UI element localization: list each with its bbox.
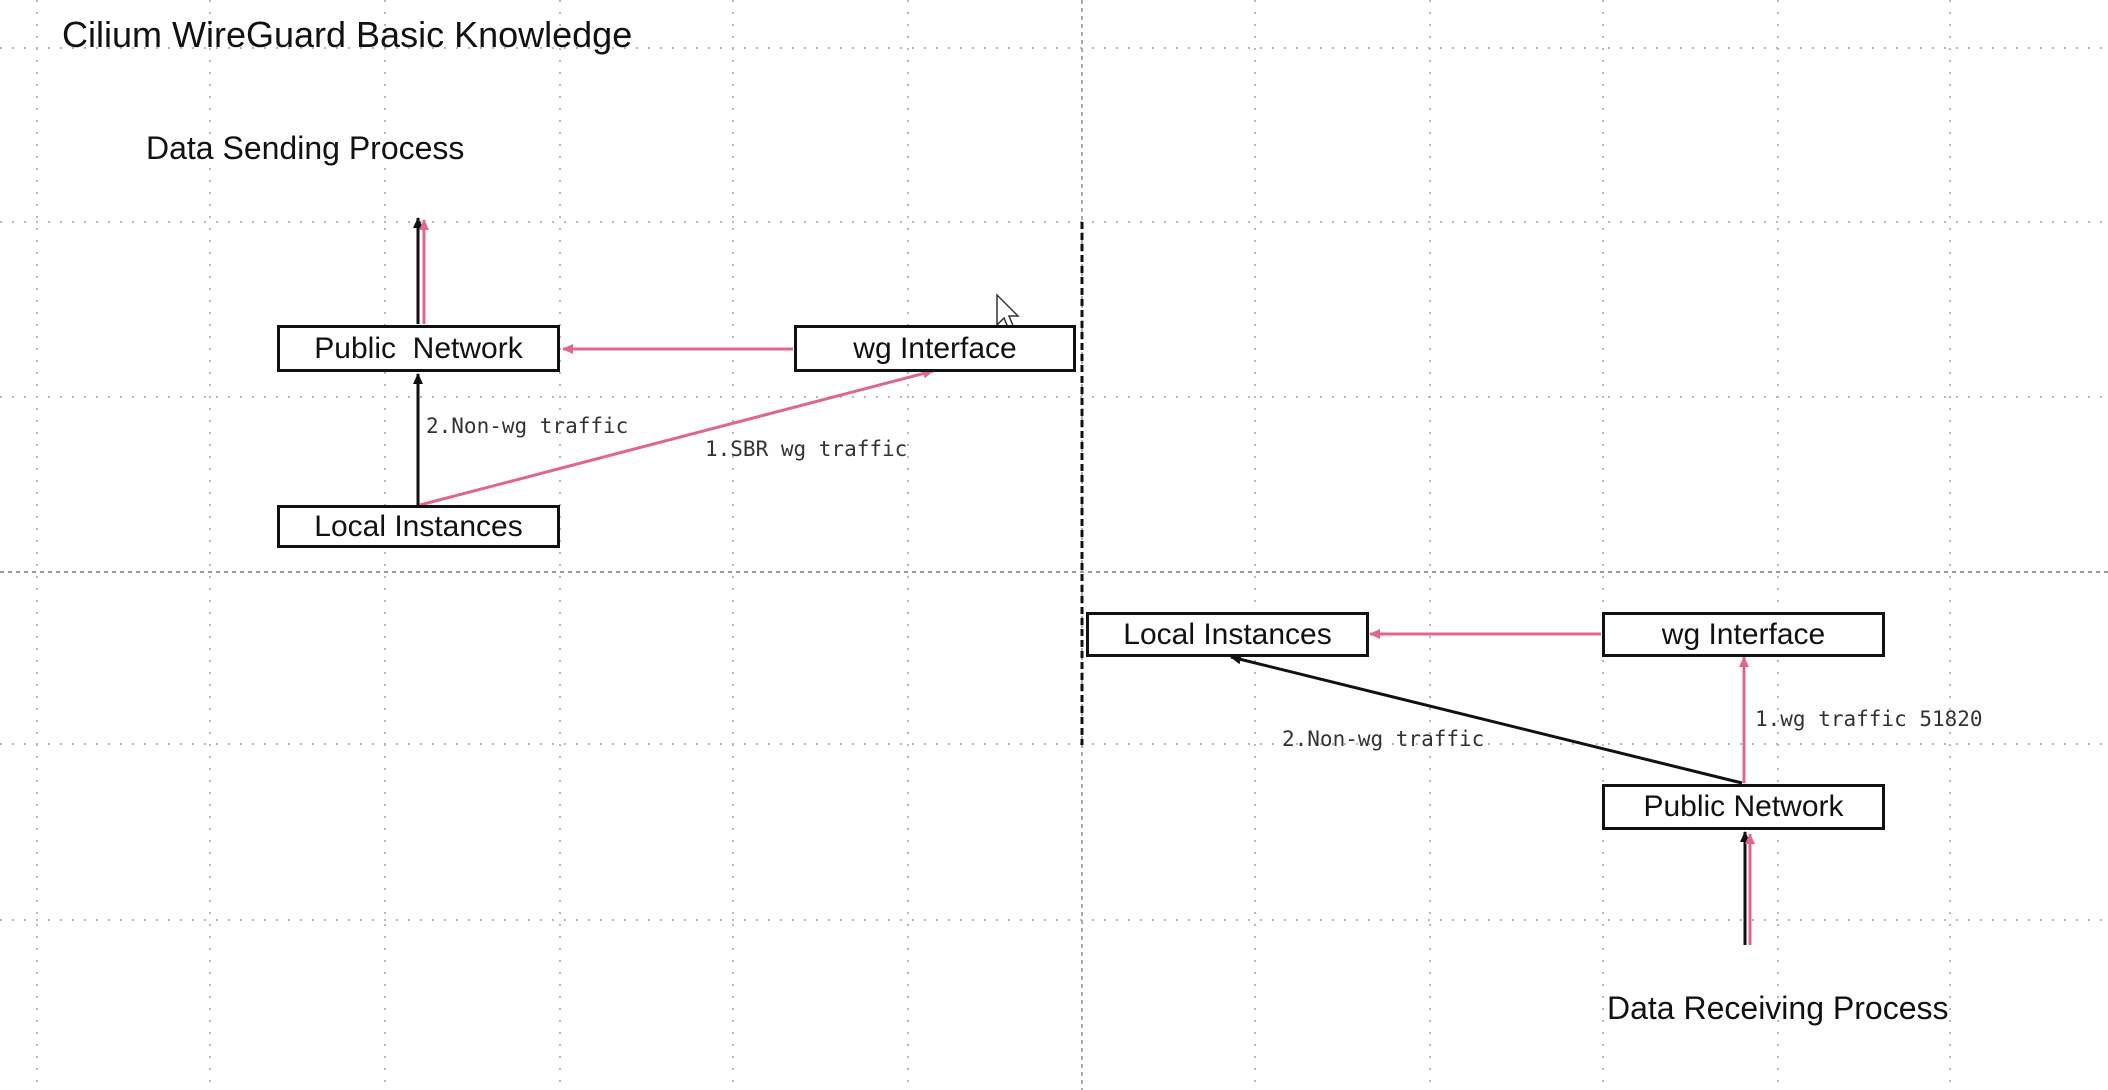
sending-arrows — [413, 217, 934, 507]
sending-public-network-box: Public Network — [277, 325, 560, 372]
receiving-heading: Data Receiving Process — [1607, 990, 1949, 1026]
edge-label-receiving-non-wg-traffic: 2.Non-wg traffic — [1282, 727, 1485, 751]
receiving-public-network-box: Public Network — [1602, 784, 1885, 830]
sending-wg-interface-box: wg Interface — [794, 325, 1076, 372]
edge-label-sbr-wg-traffic: 1.SBR wg traffic — [705, 437, 908, 461]
receiving-arrows — [1230, 629, 1755, 945]
arrow-public-to-local — [1230, 654, 1743, 785]
edge-label-wg-traffic-51820: 1.wg traffic 51820 — [1755, 707, 1983, 731]
edge-label-non-wg-traffic: 2.Non-wg traffic — [426, 414, 629, 438]
sending-heading: Data Sending Process — [146, 130, 465, 166]
sending-local-instances-box: Local Instances — [277, 505, 560, 548]
receiving-wg-interface-box: wg Interface — [1602, 612, 1885, 657]
arrow-local-to-wg — [419, 368, 934, 507]
page-title: Cilium WireGuard Basic Knowledge — [62, 14, 633, 55]
receiving-local-instances-box: Local Instances — [1086, 612, 1369, 657]
